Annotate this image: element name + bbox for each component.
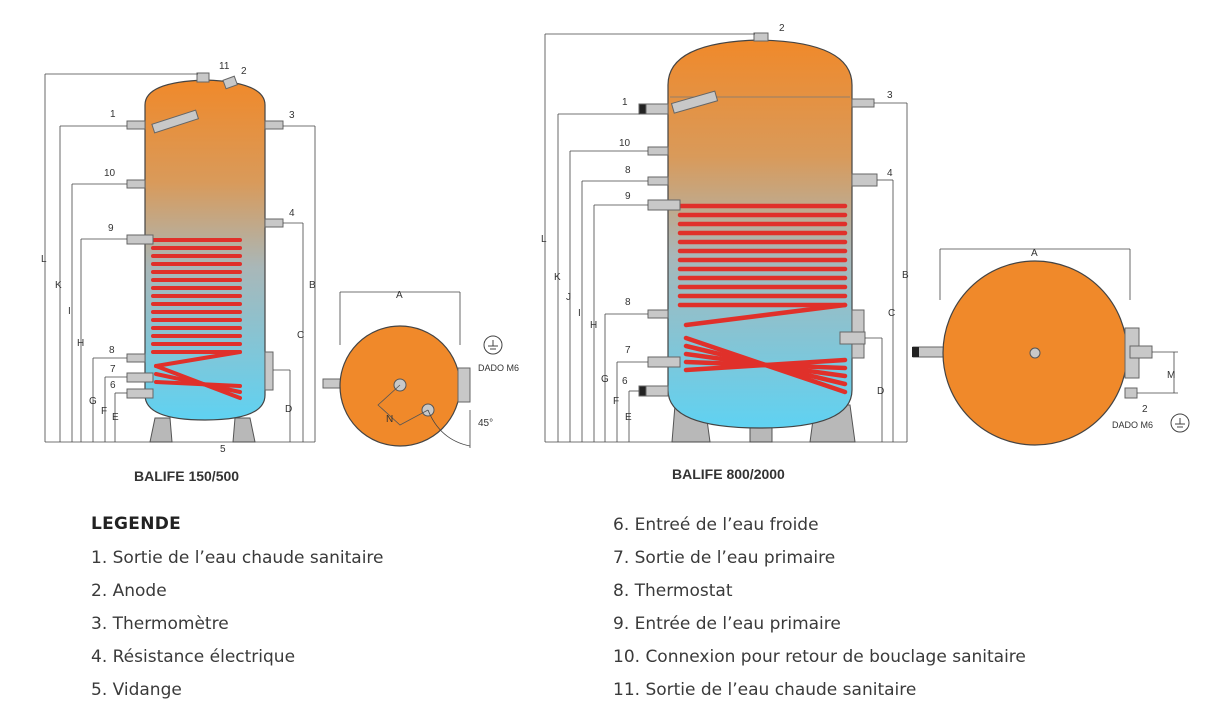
- svg-text:8: 8: [625, 297, 631, 308]
- svg-text:K: K: [554, 272, 561, 283]
- svg-text:H: H: [77, 338, 84, 349]
- svg-text:G: G: [89, 396, 97, 407]
- svg-text:B: B: [309, 280, 316, 291]
- svg-text:I: I: [68, 306, 71, 317]
- svg-text:B: B: [902, 270, 909, 281]
- legend-item: 7. Sortie de l’eau primaire: [613, 548, 836, 568]
- legend-left-column: 1. Sortie de l’eau chaude sanitaire 2. A…: [91, 547, 384, 712]
- svg-text:F: F: [101, 406, 107, 417]
- tank-large-coil: [677, 203, 848, 395]
- svg-text:1: 1: [110, 109, 116, 120]
- svg-text:3: 3: [887, 90, 893, 101]
- svg-text:E: E: [625, 412, 632, 423]
- svg-text:5: 5: [220, 444, 226, 455]
- legend-item: 3. Thermomètre: [91, 614, 229, 634]
- svg-text:11: 11: [219, 61, 230, 72]
- ground-icon: [1170, 413, 1190, 433]
- tank-large-connections: [638, 32, 878, 397]
- svg-text:2: 2: [1142, 404, 1148, 415]
- svg-text:8: 8: [109, 345, 115, 356]
- svg-text:1: 1: [622, 97, 628, 108]
- legend-item: 1. Sortie de l’eau chaude sanitaire: [91, 548, 384, 568]
- svg-text:4: 4: [289, 208, 295, 219]
- svg-text:6: 6: [110, 380, 116, 391]
- svg-text:8: 8: [625, 165, 631, 176]
- svg-text:D: D: [877, 386, 884, 397]
- svg-text:E: E: [112, 412, 119, 423]
- top-view-large: A M 2 DADO M6: [912, 248, 1190, 446]
- tank-small-caption: BALIFE 150/500: [134, 468, 239, 484]
- svg-text:C: C: [297, 330, 304, 341]
- svg-text:7: 7: [110, 364, 116, 375]
- svg-text:9: 9: [108, 223, 114, 234]
- legend-right-column: 6. Entreé de l’eau froide 7. Sortie de l…: [613, 514, 1026, 712]
- svg-text:M: M: [1167, 370, 1175, 381]
- legend-item: 5. Vidange: [91, 680, 182, 700]
- svg-text:10: 10: [619, 138, 631, 149]
- svg-text:D: D: [285, 404, 292, 415]
- svg-text:7: 7: [625, 345, 631, 356]
- svg-text:L: L: [541, 234, 547, 245]
- ground-icon: [483, 335, 503, 355]
- tank-small-labels: L K I H GF E B C D 11 2 1 3 10 4 9 8 7 6 5: [41, 61, 316, 455]
- svg-text:A: A: [1031, 248, 1038, 259]
- svg-text:K: K: [55, 280, 62, 291]
- tank-small-coil: [151, 238, 242, 400]
- tank-small-leg-left: [149, 417, 173, 443]
- tank-large-labels: L KJ IH G FE B C D 2 1 3 10 8 9 4 8 7 6: [541, 23, 909, 423]
- legend-item: 8. Thermostat: [613, 581, 733, 601]
- svg-text:N: N: [386, 414, 393, 425]
- svg-text:G: G: [601, 374, 609, 385]
- svg-text:L: L: [41, 254, 47, 265]
- svg-text:C: C: [888, 308, 895, 319]
- tank-small: L K I H GF E B C D 11 2 1 3 10 4 9 8 7 6 5 BALIFE 15…: [41, 61, 316, 484]
- svg-text:F: F: [613, 396, 619, 407]
- legend-item: 9. Entrée de l’eau primaire: [613, 614, 841, 634]
- svg-text:I: I: [578, 308, 581, 319]
- svg-text:9: 9: [625, 191, 631, 202]
- legend-item: 11. Sortie de l’eau chaude sanitaire: [613, 680, 917, 700]
- svg-text:10: 10: [104, 168, 116, 179]
- legend-item: 2. Anode: [91, 581, 167, 601]
- svg-text:2: 2: [241, 66, 247, 77]
- svg-text:2: 2: [779, 23, 785, 34]
- tank-small-connections: [126, 72, 284, 399]
- svg-text:6: 6: [622, 376, 628, 387]
- legend-title: LEGENDE: [91, 514, 182, 534]
- tank-small-dimension-lines: [44, 73, 316, 443]
- tank-small-leg-right: [232, 417, 256, 443]
- svg-text:J: J: [566, 292, 571, 303]
- tank-large-caption: BALIFE 800/2000: [672, 466, 785, 482]
- svg-text:DADO M6: DADO M6: [478, 363, 519, 373]
- svg-text:A: A: [396, 290, 403, 301]
- svg-text:DADO M6: DADO M6: [1112, 420, 1153, 430]
- tank-large-dimension-lines: [544, 33, 908, 443]
- tank-large: L KJ IH G FE B C D 2 1 3 10 8 9 4 8 7 6 BALIFE 800…: [541, 23, 909, 482]
- legend-item: 10. Connexion pour retour de bouclage sa…: [613, 647, 1026, 667]
- legend-item: 6. Entreé de l’eau froide: [613, 515, 819, 535]
- svg-text:3: 3: [289, 110, 295, 121]
- svg-text:45°: 45°: [478, 418, 493, 429]
- svg-text:4: 4: [887, 168, 893, 179]
- svg-text:H: H: [590, 320, 597, 331]
- top-view-small: A N 45° DADO M6: [322, 290, 519, 448]
- legend-item: 4. Résistance électrique: [91, 647, 296, 667]
